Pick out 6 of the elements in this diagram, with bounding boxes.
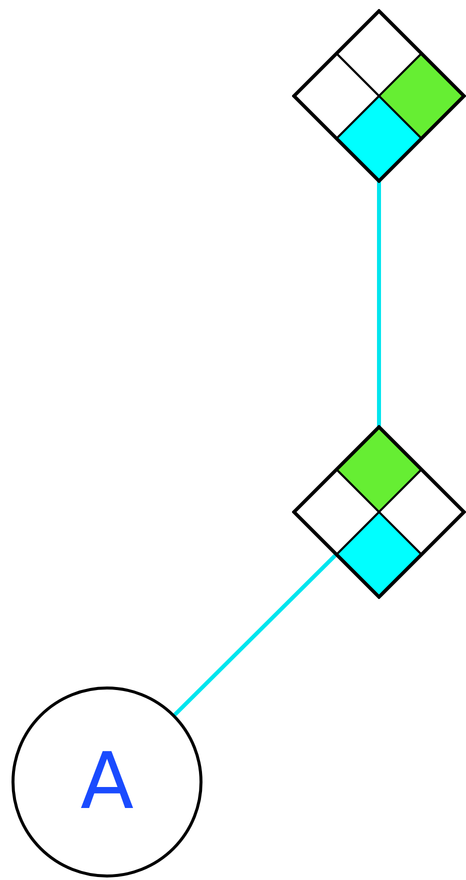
quadrant-diamond: [292, 425, 466, 599]
quadrant-diamond: [292, 9, 466, 183]
connector-line: [172, 552, 338, 718]
connector-line: [377, 181, 381, 427]
node-label: A: [80, 743, 134, 821]
circle-node: [11, 686, 203, 878]
